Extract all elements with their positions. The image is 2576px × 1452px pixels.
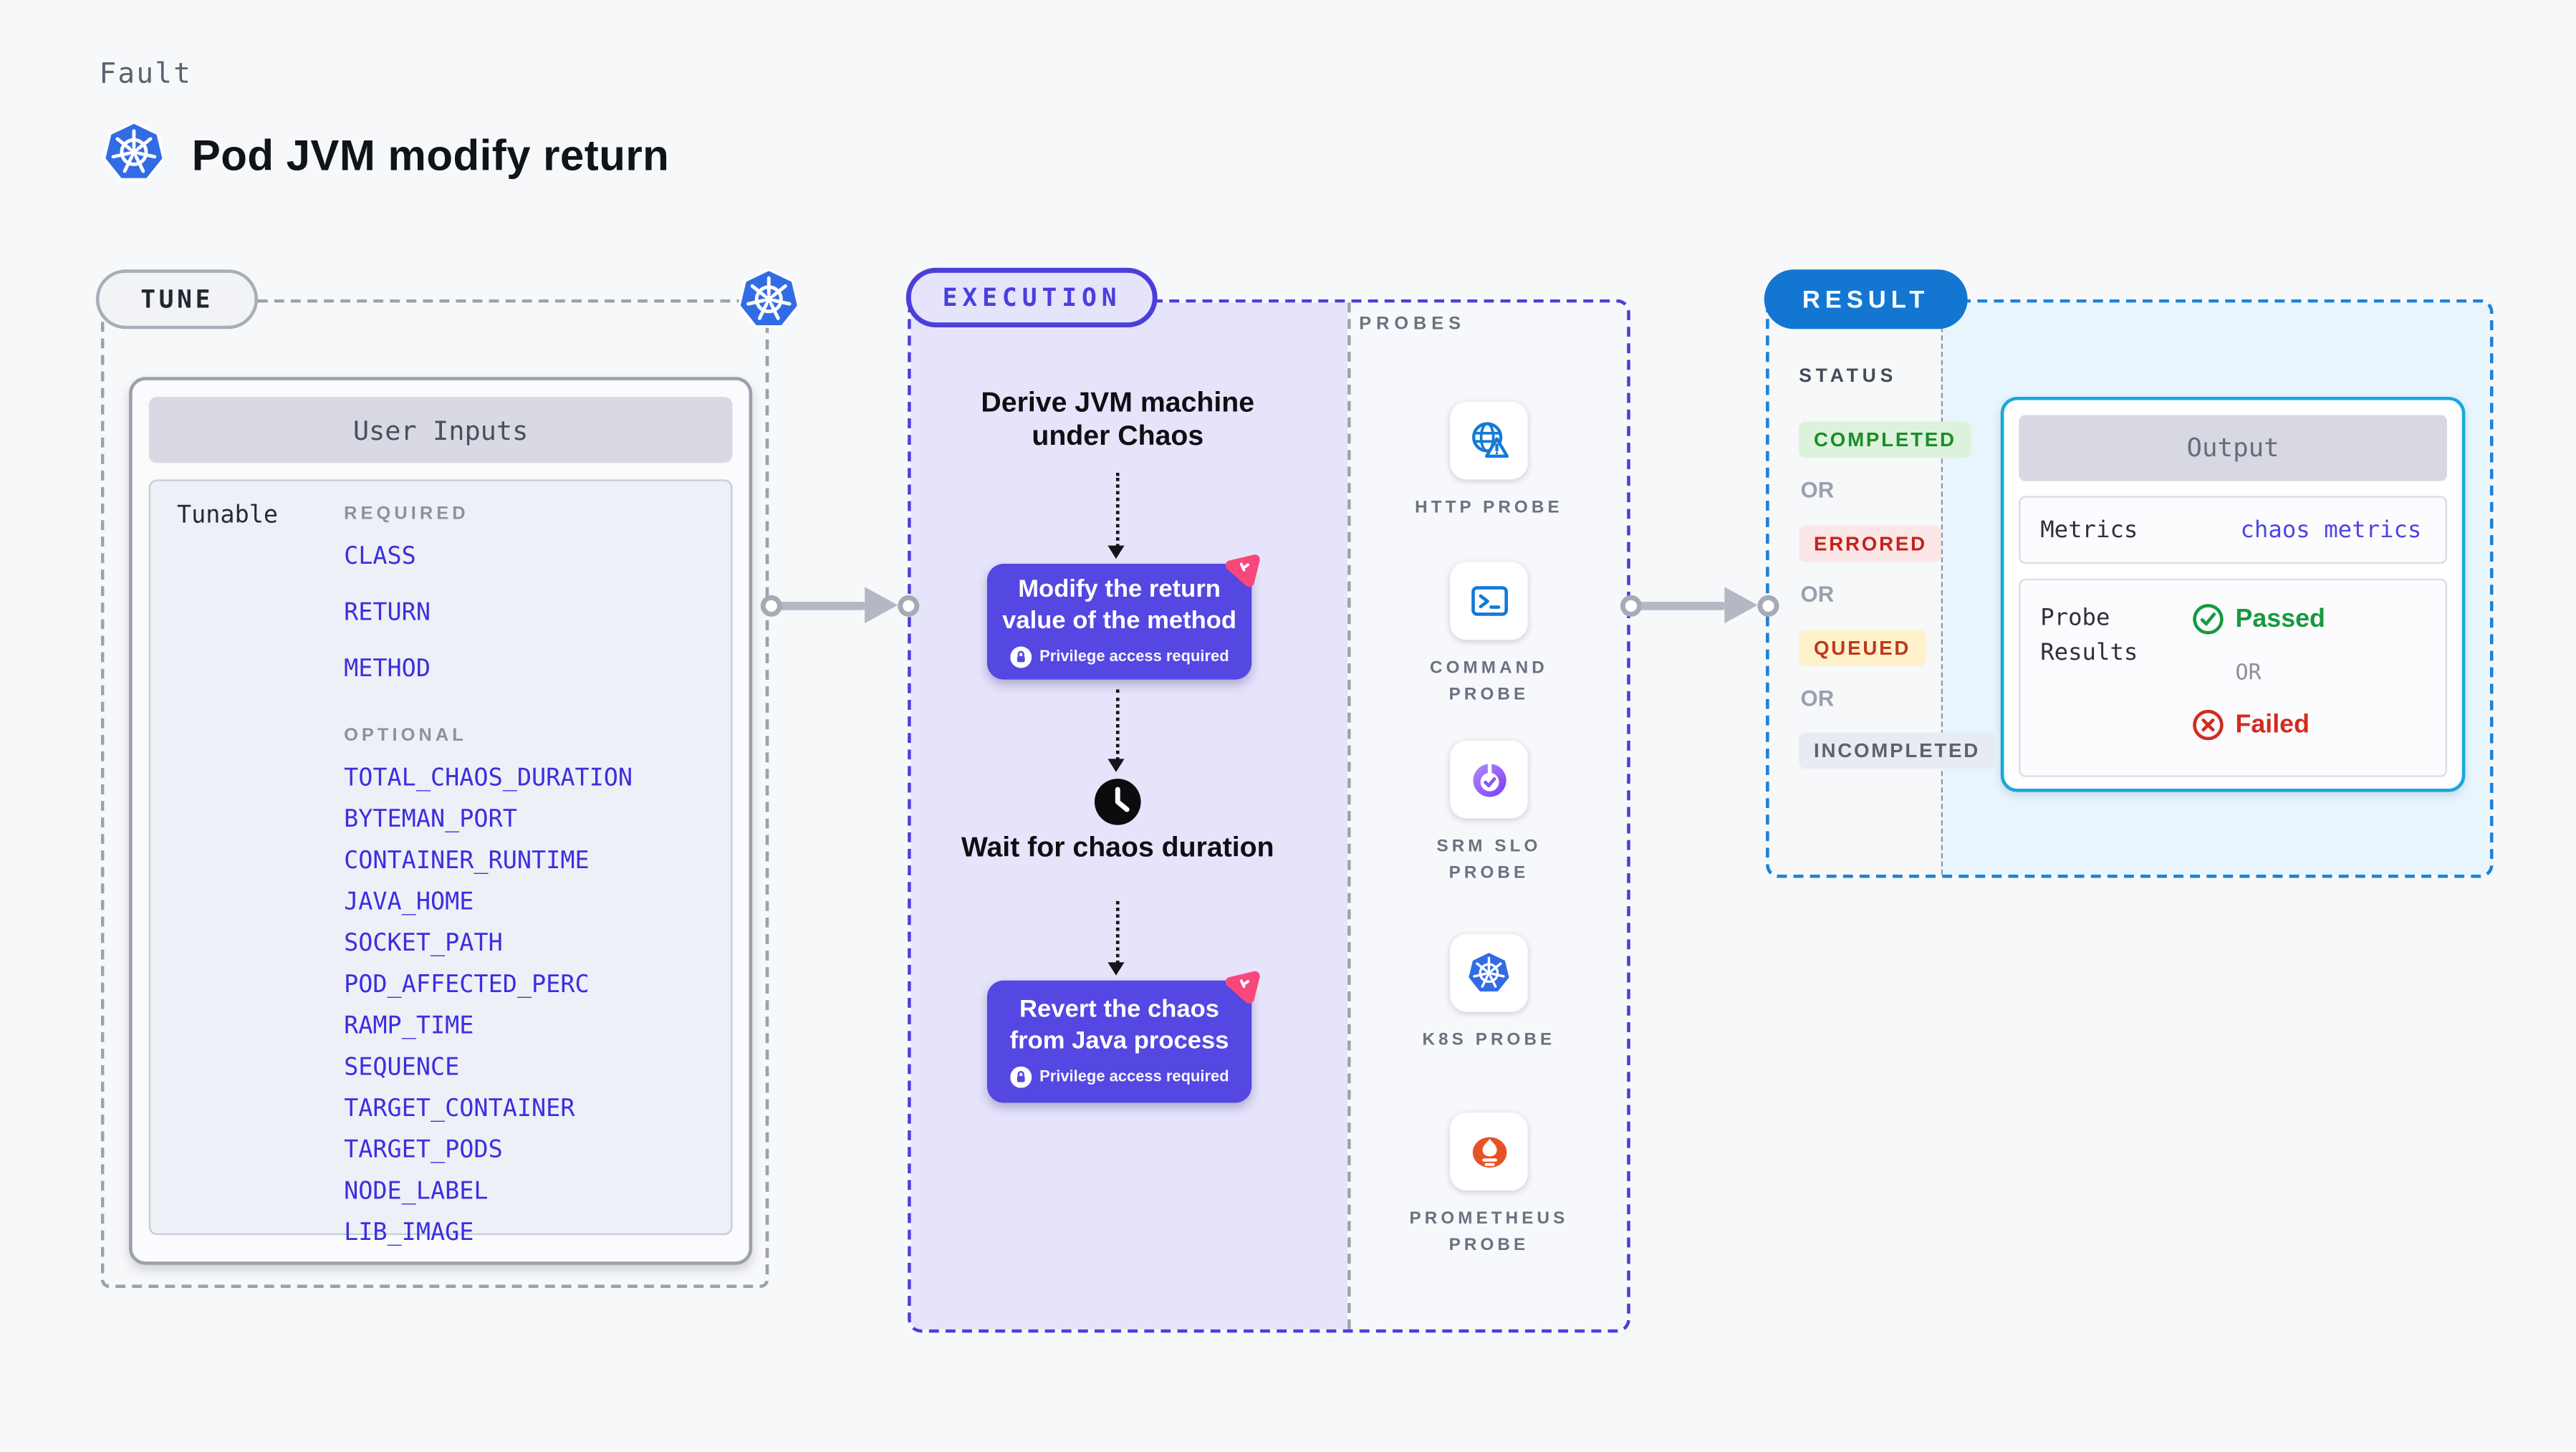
revert-chaos-step-button[interactable]: Revert the chaos from Java process Privi… bbox=[986, 980, 1252, 1103]
probe-card bbox=[1450, 741, 1528, 819]
tunable-pod-affected-perc[interactable]: POD_AFFECTED_PERC bbox=[344, 972, 590, 999]
page-title: Pod JVM modify return bbox=[191, 130, 670, 181]
k8s-probe: K8S PROBE bbox=[1369, 934, 1609, 1054]
probe-label: HTTP PROBE bbox=[1415, 497, 1563, 518]
or-separator: OR bbox=[1800, 582, 1835, 607]
probe-results-row: Probe Results Passed OR Failed bbox=[2019, 578, 2447, 777]
tunable-lib-image[interactable]: LIB_IMAGE bbox=[344, 1220, 474, 1247]
tunable-ramp-time[interactable]: RAMP_TIME bbox=[344, 1013, 474, 1040]
probe-card bbox=[1450, 1112, 1528, 1191]
optional-section-label: OPTIONAL bbox=[344, 726, 467, 746]
chaos-spark-icon bbox=[1219, 962, 1263, 1006]
tunable-total-chaos-duration[interactable]: TOTAL_CHAOS_DURATION bbox=[344, 765, 633, 792]
status-badge-queued: QUEUED bbox=[1799, 630, 1926, 667]
kubernetes-icon bbox=[737, 268, 800, 331]
passed-label: Passed bbox=[2235, 604, 2325, 633]
flow-arrow-down bbox=[1107, 473, 1128, 559]
probe-label: SRM SLO PROBE bbox=[1436, 836, 1542, 884]
tune-section-box bbox=[100, 299, 769, 1289]
tune-section-badge: TUNE bbox=[95, 269, 259, 330]
probe-card bbox=[1450, 562, 1528, 640]
flow-arrow-down bbox=[1107, 689, 1128, 772]
probe-label: COMMAND PROBE bbox=[1430, 658, 1548, 705]
probe-card bbox=[1450, 934, 1528, 1012]
or-separator: OR bbox=[1800, 478, 1835, 503]
http-probe: HTTP PROBE bbox=[1369, 401, 1609, 521]
derive-step-label: Derive JVM machine under Chaos bbox=[981, 387, 1255, 453]
or-separator: OR bbox=[1800, 686, 1835, 711]
globe-alert-icon bbox=[1471, 421, 1508, 457]
kubernetes-icon bbox=[1466, 951, 1511, 995]
tunable-byteman-port[interactable]: BYTEMAN_PORT bbox=[344, 807, 517, 834]
chaos-metrics-link[interactable]: chaos metrics bbox=[2240, 517, 2422, 544]
tune-to-execution-arrow bbox=[760, 585, 920, 625]
tunable-node-label[interactable]: NODE_LABEL bbox=[344, 1178, 489, 1206]
kubernetes-icon bbox=[102, 120, 165, 183]
x-circle-icon bbox=[2193, 709, 2224, 741]
probe-results-label: Probe Results bbox=[2040, 605, 2138, 667]
slo-check-icon bbox=[1472, 761, 1506, 797]
or-separator: OR bbox=[2235, 661, 2262, 686]
probe-card bbox=[1450, 401, 1528, 480]
probe-label: PROMETHEUS PROBE bbox=[1409, 1208, 1569, 1256]
tunable-class[interactable]: CLASS bbox=[344, 544, 416, 571]
privilege-note: Privilege access required bbox=[1039, 648, 1229, 667]
status-badge-errored: ERRORED bbox=[1799, 525, 1942, 562]
tunable-return[interactable]: RETURN bbox=[344, 600, 431, 627]
tunable-method[interactable]: METHOD bbox=[344, 656, 431, 683]
tunable-sequence[interactable]: SEQUENCE bbox=[344, 1054, 460, 1082]
execution-to-result-arrow bbox=[1620, 585, 1779, 625]
flow-arrow-down bbox=[1107, 900, 1128, 976]
terminal-icon bbox=[1471, 585, 1507, 615]
failed-label: Failed bbox=[2235, 710, 2310, 739]
fault-eyebrow-label: Fault bbox=[99, 57, 193, 91]
lock-icon bbox=[1010, 1067, 1032, 1088]
command-probe: COMMAND PROBE bbox=[1369, 562, 1609, 708]
metrics-label: Metrics bbox=[2040, 517, 2138, 544]
tunable-socket-path[interactable]: SOCKET_PATH bbox=[344, 931, 503, 958]
clock-icon bbox=[1094, 779, 1141, 825]
modify-return-step-label: Modify the return value of the method bbox=[1002, 574, 1237, 635]
tunable-row-label: Tunable bbox=[176, 502, 279, 529]
user-inputs-header: User Inputs bbox=[148, 396, 733, 463]
tunable-container-runtime[interactable]: CONTAINER_RUNTIME bbox=[344, 848, 590, 875]
lock-icon bbox=[1010, 647, 1032, 668]
status-badge-incompleted: INCOMPLETED bbox=[1799, 732, 1995, 769]
user-inputs-card: User Inputs Tunable REQUIRED CLASS RETUR… bbox=[129, 377, 753, 1265]
prometheus-probe: PROMETHEUS PROBE bbox=[1369, 1112, 1609, 1259]
required-section-label: REQUIRED bbox=[344, 504, 469, 524]
tunables-list: Tunable REQUIRED CLASS RETURN METHOD OPT… bbox=[148, 479, 733, 1246]
status-column-label: STATUS bbox=[1799, 367, 1898, 388]
privilege-note: Privilege access required bbox=[1039, 1068, 1229, 1087]
check-circle-icon bbox=[2193, 604, 2224, 635]
status-badge-completed: COMPLETED bbox=[1799, 421, 1971, 458]
execution-section-badge: EXECUTION bbox=[905, 267, 1158, 328]
prometheus-icon bbox=[1471, 1136, 1506, 1167]
tunable-target-pods[interactable]: TARGET_PODS bbox=[344, 1137, 503, 1164]
tunable-target-container[interactable]: TARGET_CONTAINER bbox=[344, 1096, 575, 1123]
output-card: Output Metrics chaos metrics Probe Resul… bbox=[2000, 396, 2466, 792]
wait-step-label: Wait for chaos duration bbox=[961, 831, 1274, 863]
modify-return-step-button[interactable]: Modify the return value of the method Pr… bbox=[986, 564, 1252, 680]
probe-label: K8S PROBE bbox=[1422, 1029, 1556, 1050]
tunable-java-home[interactable]: JAVA_HOME bbox=[344, 889, 474, 916]
output-header: Output bbox=[2019, 415, 2447, 481]
metrics-row: Metrics chaos metrics bbox=[2019, 496, 2447, 564]
revert-chaos-step-label: Revert the chaos from Java process bbox=[1009, 994, 1229, 1054]
chaos-spark-icon bbox=[1219, 546, 1263, 590]
result-section-badge: RESULT bbox=[1764, 269, 1968, 330]
probes-column-label: PROBES bbox=[1359, 314, 1466, 335]
srm-slo-probe: SRM SLO PROBE bbox=[1369, 741, 1609, 887]
